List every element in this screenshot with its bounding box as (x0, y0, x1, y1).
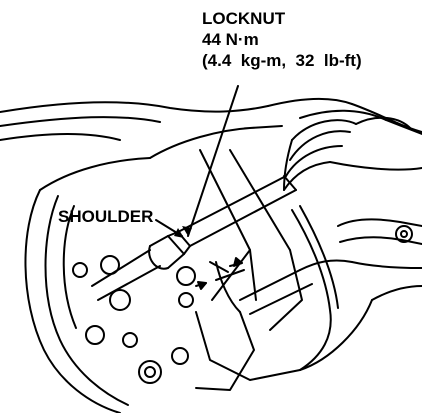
shoulder-label: SHOULDER (58, 207, 154, 226)
rack-boot (283, 109, 422, 191)
locknut-torque-alt: (4.4 kg-m, 32 lb-ft) (202, 51, 362, 70)
locknut-label: LOCKNUT (202, 9, 286, 28)
locknut-torque-metric: 44 N·m (202, 30, 259, 49)
locknut-leader (187, 85, 239, 237)
suspension-frame (149, 125, 373, 381)
locknut-callout: LOCKNUT 44 N·m (4.4 kg-m, 32 lb-ft) (202, 8, 362, 71)
locknut-arrowhead (182, 226, 192, 236)
measurement-arrows (195, 257, 245, 290)
tie-rod (91, 175, 297, 301)
brake-hose (291, 205, 339, 371)
body-panel (0, 97, 422, 141)
brake-disc (24, 157, 196, 413)
shoulder-arrowhead (174, 228, 184, 238)
lower-arm (299, 218, 422, 301)
